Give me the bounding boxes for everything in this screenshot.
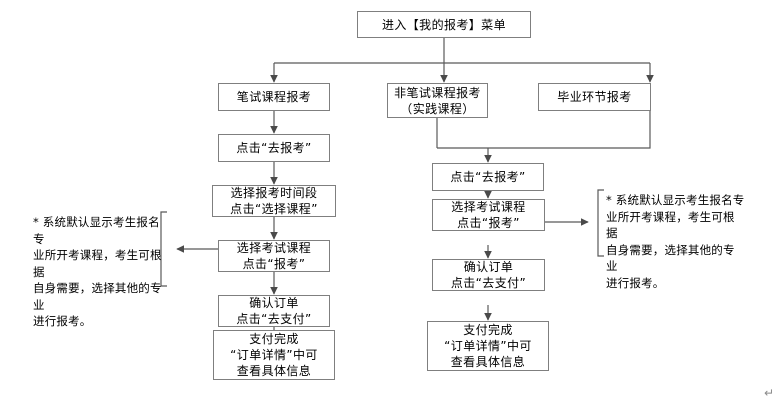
node-mid-course[interactable]: 选择考试课程 点击“报考”: [432, 199, 545, 231]
node-left-order[interactable]: 确认订单 点击“去支付”: [218, 295, 330, 327]
node-left-apply[interactable]: 点击“去报考”: [218, 134, 330, 162]
node-mid-apply[interactable]: 点击“去报考”: [432, 163, 544, 191]
note-right-text: * 系统默认显示考生报名专 业所开考课程，考生可根据 自身需要，选择其他的专业 …: [606, 193, 745, 290]
node-branch-written[interactable]: 笔试课程报考: [218, 83, 330, 111]
note-left: * 系统默认显示考生报名专 业所开考课程，考生可根据 自身需要，选择其他的专业 …: [33, 214, 165, 330]
wire-graduation-merge: [488, 111, 651, 149]
node-left-course[interactable]: 选择考试课程 点击“报考”: [218, 240, 330, 272]
node-branch-nonwritten[interactable]: 非笔试课程报考 （实践课程）: [387, 83, 488, 118]
node-mid-order[interactable]: 确认订单 点击“去支付”: [432, 259, 545, 291]
node-left-done[interactable]: 支付完成 “订单详情”中可 查看具体信息: [213, 330, 335, 380]
node-mid-done[interactable]: 支付完成 “订单详情”中可 查看具体信息: [427, 321, 549, 371]
note-left-text: * 系统默认显示考生报名专 业所开考课程，考生可根据 自身需要，选择其他的专业 …: [33, 215, 162, 328]
node-branch-graduation[interactable]: 毕业环节报考: [538, 83, 651, 111]
node-start[interactable]: 进入【我的报考】菜单: [357, 11, 531, 38]
bracket-right-note: [597, 189, 604, 257]
paragraph-mark: ↵: [764, 386, 775, 400]
node-left-period[interactable]: 选择报考时间段 点击“选择课程”: [212, 185, 336, 217]
note-right: * 系统默认显示考生报名专 业所开考课程，考生可根据 自身需要，选择其他的专业 …: [606, 192, 746, 291]
